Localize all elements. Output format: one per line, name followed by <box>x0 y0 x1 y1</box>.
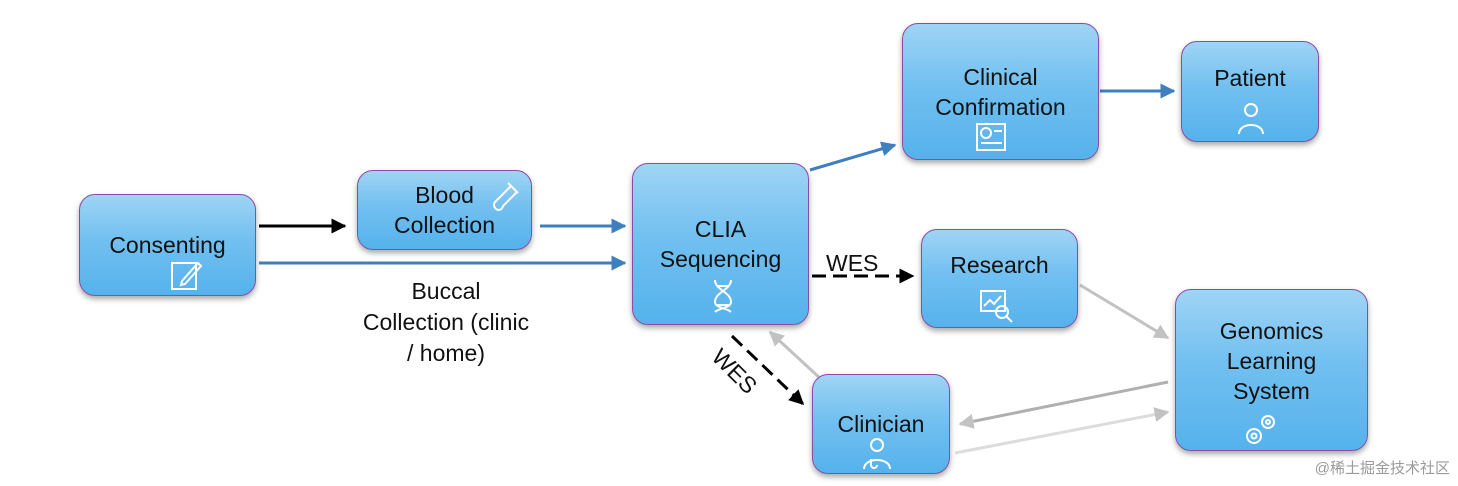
node-blood-collection[interactable]: Blood Collection <box>357 170 532 250</box>
edge-research-to-gls <box>1079 283 1170 340</box>
node-clia-sequencing[interactable]: CLIA Sequencing <box>632 163 809 325</box>
patient-icon <box>1238 103 1264 135</box>
node-clinical-confirmation-label: Clinical Confirmation <box>935 63 1066 120</box>
report-icon <box>976 123 1006 151</box>
node-clinical-confirmation[interactable]: Clinical Confirmation <box>902 23 1099 160</box>
node-genomics-learning-system[interactable]: Genomics Learning System <box>1175 289 1368 451</box>
doctor-icon <box>863 438 891 470</box>
edit-icon <box>171 261 203 290</box>
edge-gls-to-clinician <box>958 380 1169 429</box>
test-tube-icon <box>493 182 519 212</box>
node-clia-sequencing-label: CLIA Sequencing <box>659 216 782 272</box>
edge-clinician-to-clia <box>768 330 824 382</box>
node-clinician-label: Clinician <box>837 411 925 437</box>
node-patient-label: Patient <box>1214 64 1286 91</box>
gears-icon <box>1246 415 1275 444</box>
node-research-label: Research <box>950 251 1049 278</box>
node-research[interactable]: Research <box>921 229 1078 328</box>
node-consenting-label: Consenting <box>109 232 226 258</box>
node-patient[interactable]: Patient <box>1181 41 1319 142</box>
node-consenting[interactable]: Consenting <box>79 194 256 296</box>
dna-icon <box>713 279 733 313</box>
edge-clia-to-confirmation <box>809 141 897 172</box>
node-blood-collection-label: Blood Collection <box>394 182 495 238</box>
watermark: @稀土掘金技术社区 <box>1314 460 1450 477</box>
node-genomics-learning-system-label: Genomics Learning System <box>1219 318 1324 404</box>
node-clinician[interactable]: Clinician <box>812 374 950 474</box>
edge-label-buccal-collection: Buccal Collection (clinic / home) <box>362 278 530 366</box>
edge-clinician-to-gls <box>954 407 1170 455</box>
data-search-icon <box>980 290 1013 323</box>
edge-label-wes-research: WES <box>826 250 879 276</box>
edge-clia-to-clinician-wes <box>730 334 805 406</box>
